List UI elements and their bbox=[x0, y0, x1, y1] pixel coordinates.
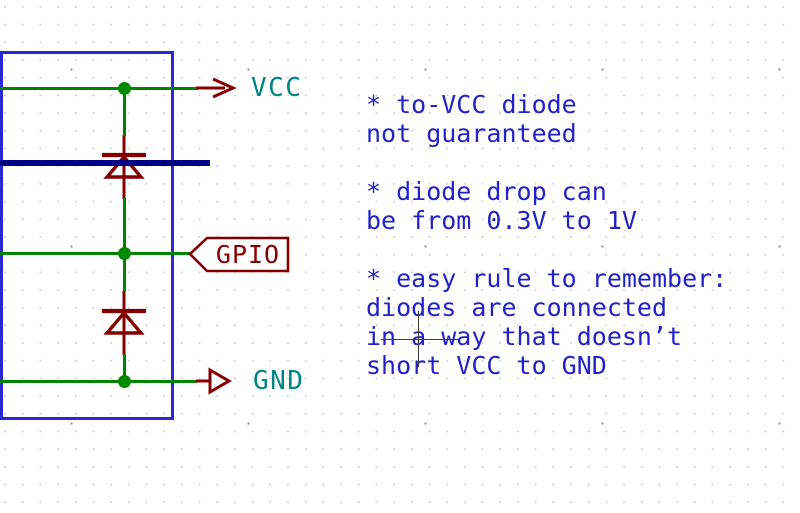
wire-vcc-row[interactable] bbox=[0, 87, 198, 90]
crosshair-cursor-vertical bbox=[418, 311, 419, 367]
note-line: in a way that doesn’t bbox=[366, 322, 683, 351]
wire-vert-top[interactable] bbox=[123, 88, 126, 136]
notes-text-block[interactable]: * to-VCC diode not guaranteed * diode dr… bbox=[366, 90, 727, 380]
note-line: * diode drop can bbox=[366, 177, 607, 206]
vcc-net-label[interactable]: VCC bbox=[251, 73, 303, 103]
note-line: * to-VCC diode bbox=[366, 90, 577, 119]
junction-vcc[interactable] bbox=[118, 82, 131, 95]
note-line bbox=[366, 235, 727, 264]
note-line: * easy rule to remember: bbox=[366, 264, 728, 293]
gnd-power-arrow-icon[interactable] bbox=[196, 367, 232, 395]
note-line: not guaranteed bbox=[366, 119, 577, 148]
wire-vert-lower-mid[interactable] bbox=[123, 253, 126, 291]
gpio-label-text[interactable]: GPIO bbox=[215, 240, 281, 269]
vcc-power-arrow-icon[interactable] bbox=[196, 76, 237, 100]
diode-to-vcc[interactable] bbox=[100, 135, 148, 199]
wire-gnd-row[interactable] bbox=[0, 380, 197, 383]
diode-to-gnd[interactable] bbox=[100, 291, 148, 355]
note-line: be from 0.3V to 1V bbox=[366, 206, 637, 235]
crosshair-cursor-horizontal bbox=[381, 339, 459, 340]
note-line: diodes are connected bbox=[366, 293, 668, 322]
component-body-outline[interactable] bbox=[0, 51, 174, 420]
junction-gpio[interactable] bbox=[118, 247, 131, 260]
wire-gpio-row[interactable] bbox=[0, 252, 191, 255]
bus-line[interactable] bbox=[0, 160, 210, 166]
gpio-hier-label-shape[interactable] bbox=[188, 236, 291, 273]
gnd-net-label[interactable]: GND bbox=[253, 366, 305, 396]
wire-vert-upper-mid[interactable] bbox=[123, 198, 126, 254]
junction-gnd[interactable] bbox=[118, 375, 131, 388]
note-line bbox=[366, 148, 727, 177]
note-line: short VCC to GND bbox=[366, 351, 607, 380]
wire-vert-bottom[interactable] bbox=[123, 354, 126, 382]
